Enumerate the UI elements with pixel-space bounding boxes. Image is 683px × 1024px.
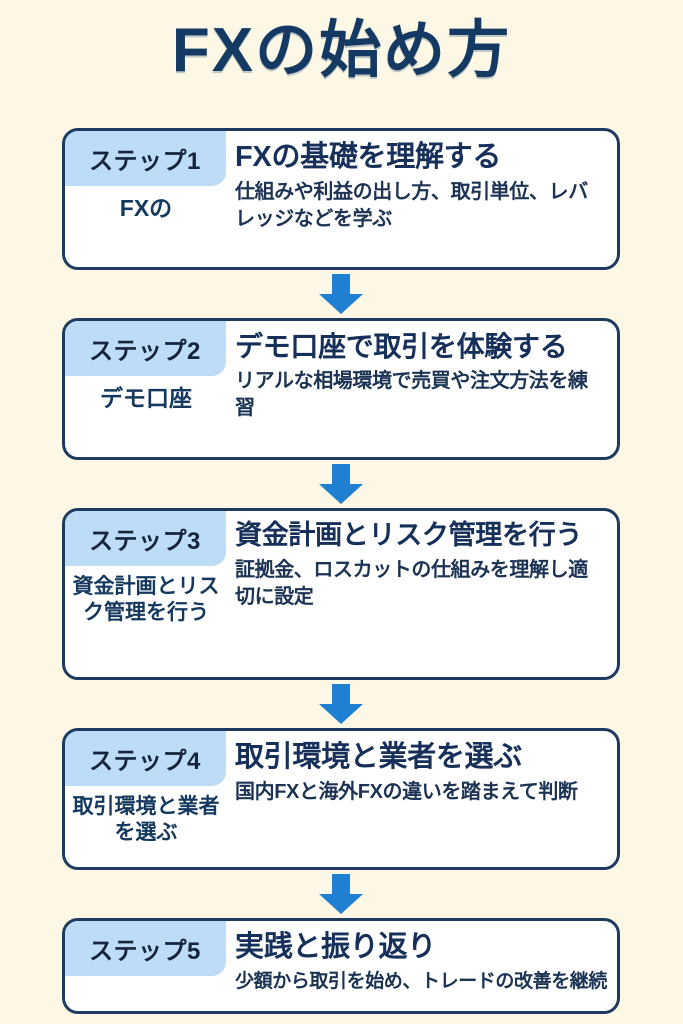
step-card: ステップ4 取引環境と業者を選ぶ 取引環境と業者を選ぶ 国内FXと海外FXの違い… [62,728,620,870]
step-right-column: FXの基礎を理解する 仕組みや利益の出し方、取引単位、レバレッジなどを学ぶ [227,131,617,245]
step-card: ステップ3 資金計画とリスク管理を行う 資金計画とリスク管理を行う 証拠金、ロス… [62,508,620,680]
step-badge: ステップ4 [65,731,226,786]
step-left-column: ステップ4 取引環境と業者を選ぶ [65,731,227,855]
arrow-down-icon [319,684,363,724]
step-right-column: 資金計画とリスク管理を行う 証拠金、ロスカットの仕組みを理解し適切に設定 [227,511,617,623]
step-badge-label: ステップ4 [89,747,201,775]
step-right-column: 実践と振り返り 少額から取引を始め、トレードの改善を継続 [227,921,617,1007]
arrow-connector [62,460,620,508]
step-right-column: 取引環境と業者を選ぶ 国内FXと海外FXの違いを踏まえて判断 [227,731,617,818]
arrow-connector [62,270,620,318]
step-card-inner: ステップ1 FXの FXの基礎を理解する 仕組みや利益の出し方、取引単位、レバレ… [65,131,617,245]
step-title: 実践と振り返り [235,931,436,963]
step-description: 証拠金、ロスカットの仕組みを理解し適切に設定 [235,558,588,608]
step-card: ステップ1 FXの FXの基礎を理解する 仕組みや利益の出し方、取引単位、レバレ… [62,128,620,270]
steps-list: ステップ1 FXの FXの基礎を理解する 仕組みや利益の出し方、取引単位、レバレ… [62,128,620,1014]
step-badge-label: ステップ5 [89,937,201,965]
step-left-column: ステップ3 資金計画とリスク管理を行う [65,511,227,635]
step-card-inner: ステップ5 実践と振り返り 少額から取引を始め、トレードの改善を継続 [65,921,617,1007]
arrow-down-icon [319,274,363,314]
step-left-column: ステップ5 [65,921,227,994]
step-card-inner: ステップ3 資金計画とリスク管理を行う 資金計画とリスク管理を行う 証拠金、ロス… [65,511,617,635]
step-left-column: ステップ2 デモ口座 [65,321,227,422]
step-badge-label: ステップ3 [89,527,201,555]
step-description: 国内FXと海外FXの違いを踏まえて判断 [235,781,578,804]
step-description: 少額から取引を始め、トレードの改善を継続 [235,971,608,993]
step-badge-label: ステップ2 [89,337,201,365]
step-badge: ステップ3 [65,511,226,566]
step-left-column: ステップ1 FXの [65,131,227,232]
page-title: FXの始め方 [171,16,512,85]
step-description: 仕組みや利益の出し方、取引単位、レバレッジなどを学ぶ [235,181,588,231]
step-left-label: 資金計画とリスク管理を行う [72,575,220,624]
step-badge-label: ステップ1 [89,147,201,175]
step-title: デモ口座で取引を体験する [235,331,568,362]
step-badge: ステップ1 [65,131,226,186]
step-badge: ステップ5 [65,921,226,976]
step-title: FXの基礎を理解する [235,141,502,173]
step-description: リアルな相場環境で売買や注文方法を練習 [235,370,588,419]
arrow-connector [62,870,620,918]
step-title: 取引環境と業者を選ぶ [235,741,523,773]
step-card: ステップ2 デモ口座 デモ口座で取引を体験する リアルな相場環境で売買や注文方法… [62,318,620,460]
step-left-label: デモ口座 [100,385,192,411]
step-card-inner: ステップ2 デモ口座 デモ口座で取引を体験する リアルな相場環境で売買や注文方法… [65,321,617,434]
step-left-label: 取引環境と業者を選ぶ [72,795,220,844]
arrow-connector [62,680,620,728]
arrow-down-icon [319,874,363,914]
step-card-inner: ステップ4 取引環境と業者を選ぶ 取引環境と業者を選ぶ 国内FXと海外FXの違い… [65,731,617,855]
page-title-container: FXの始め方 [0,0,683,100]
arrow-down-icon [319,464,363,504]
step-title: 資金計画とリスク管理を行う [235,520,583,550]
step-left-label [65,976,227,994]
step-card: ステップ5 実践と振り返り 少額から取引を始め、トレードの改善を継続 [62,918,620,1014]
step-badge: ステップ2 [65,321,226,376]
step-left-label: FXの [119,195,173,221]
step-right-column: デモ口座で取引を体験する リアルな相場環境で売買や注文方法を練習 [227,321,617,434]
